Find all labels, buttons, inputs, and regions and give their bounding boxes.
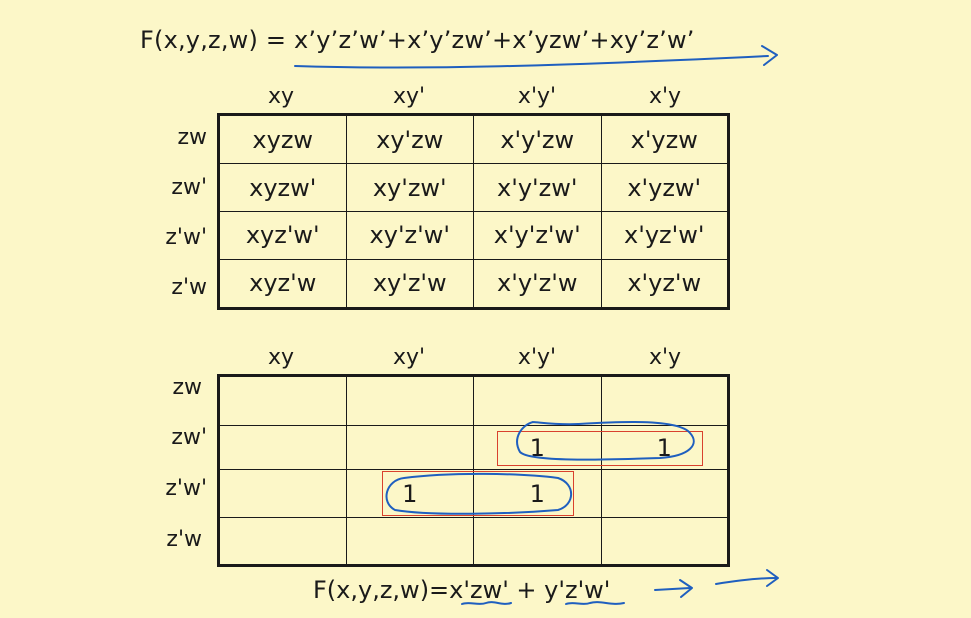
t1-col-header-x-prime-y-prime: x'y' <box>517 84 557 109</box>
kmap-cell <box>218 425 347 470</box>
table-row: xyzw' xy'zw' x'y'zw' x'yzw' <box>218 163 729 212</box>
t2-row-header-zw-prime: zw' <box>171 425 207 450</box>
result-plus: + <box>508 576 545 604</box>
t2-col-header-xy-prime: xy' <box>392 345 426 370</box>
top-equation: F(x,y,z,w) = x’y’z’w’+x’y’zw’+x’yzw’+xy’… <box>140 26 695 54</box>
minterm-cell: x'y'z'w' <box>473 210 602 260</box>
minterm-cell: x'yz'w' <box>600 210 729 260</box>
kmap-cell <box>345 375 474 426</box>
t1-row-header-z-prime-w: z'w <box>171 275 207 300</box>
arrow-icon <box>766 569 779 587</box>
underline-stroke <box>294 55 769 69</box>
t1-row-header-zw: zw <box>177 125 207 150</box>
kmap-cell <box>218 469 347 518</box>
kmap-cell <box>345 425 474 470</box>
result-equation: F(x,y,z,w)=x'zw' + y'z'w' <box>313 576 610 604</box>
kmap-cell <box>600 469 729 518</box>
minterm-cell: xyz'w <box>218 258 347 310</box>
minterm-cell: xyzw' <box>218 163 347 212</box>
table-row <box>218 375 729 426</box>
minterm-cell: xy'zw' <box>345 163 474 212</box>
minterm-cell: xy'z'w <box>345 258 474 310</box>
table-row: xyzw xy'zw x'y'zw x'yzw <box>218 113 729 165</box>
kmap-cell <box>600 375 729 426</box>
kmap-cell <box>473 375 602 426</box>
minterm-cell: x'yzw' <box>600 163 729 212</box>
t1-row-header-z-prime-w-prime: z'w' <box>165 225 207 250</box>
table-row <box>218 517 729 566</box>
minterm-cell: x'y'zw' <box>473 163 602 212</box>
minterm-cell: xyz'w' <box>218 210 347 260</box>
minterm-cell: xy'z'w' <box>345 210 474 260</box>
t1-col-header-xy-prime: xy' <box>392 84 426 109</box>
kmap-cell <box>218 517 347 566</box>
result-prefix: F(x,y,z,w)= <box>313 576 450 604</box>
arrow-icon <box>654 587 691 591</box>
t1-col-header-xy: xy <box>267 84 295 109</box>
arrow-icon <box>761 45 778 66</box>
t1-row-header-zw-prime: zw' <box>171 175 207 200</box>
minterm-cell: x'yzw <box>600 113 729 165</box>
group-rectangle-x-prime-zw-prime <box>497 431 703 466</box>
t2-col-header-x-prime-y-prime: x'y' <box>517 345 557 370</box>
kmap-cell <box>218 375 347 426</box>
result-term-2: y'z'w' <box>544 576 611 604</box>
kmap-cell <box>345 517 474 566</box>
group-rectangle-y-prime-z-prime-w-prime <box>382 471 574 516</box>
kmap-cell <box>473 517 602 566</box>
t1-col-header-x-prime-y: x'y <box>648 84 682 109</box>
t2-row-header-z-prime-w: z'w <box>166 527 202 552</box>
minterm-cell: x'y'z'w <box>473 258 602 310</box>
t2-row-header-zw: zw <box>172 375 202 400</box>
arrow-icon <box>715 577 777 585</box>
t2-col-header-x-prime-y: x'y <box>648 345 682 370</box>
minterm-cell: xy'zw <box>345 113 474 165</box>
table-row: xyz'w' xy'z'w' x'y'z'w' x'yz'w' <box>218 210 729 260</box>
arrow-icon <box>679 579 693 598</box>
minterm-table: xyzw xy'zw x'y'zw x'yzw xyzw' xy'zw' x'y… <box>217 113 730 310</box>
minterm-cell: xyzw <box>218 113 347 165</box>
kmap-cell <box>600 517 729 566</box>
minterm-cell: x'y'zw <box>473 113 602 165</box>
table-row: xyz'w xy'z'w x'y'z'w x'yz'w <box>218 258 729 310</box>
t2-col-header-xy: xy <box>267 345 295 370</box>
result-term-1: x'zw' <box>449 576 509 604</box>
t2-row-header-z-prime-w-prime: z'w' <box>165 476 207 501</box>
minterm-cell: x'yz'w <box>600 258 729 310</box>
